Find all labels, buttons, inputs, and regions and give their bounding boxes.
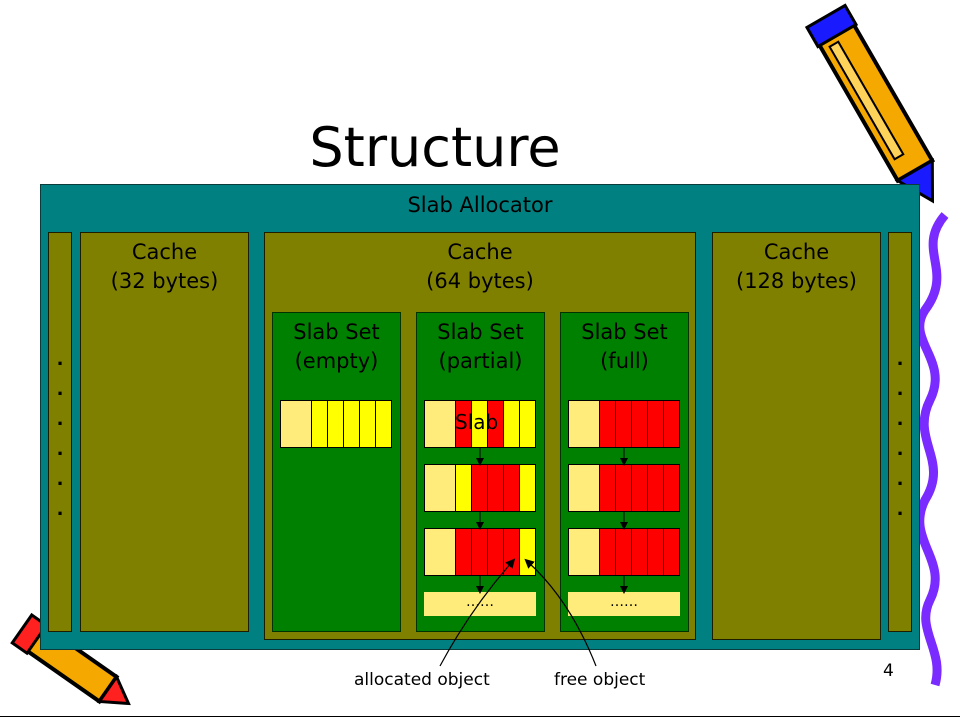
cache-128-box <box>712 232 881 640</box>
empty-slab <box>280 400 392 448</box>
slab-set-empty-box <box>272 312 401 632</box>
allocated-object <box>616 529 632 575</box>
allocated-object <box>456 529 472 575</box>
allocated-object <box>600 465 616 511</box>
free-object <box>360 401 376 447</box>
allocated-object <box>456 401 472 447</box>
allocated-object <box>504 465 520 511</box>
allocated-object <box>600 529 616 575</box>
free-object <box>456 465 472 511</box>
slab-set-partial-label: Slab Set (partial) <box>437 320 524 373</box>
allocated-object <box>664 529 679 575</box>
full-slab-3 <box>568 528 680 576</box>
free-object <box>472 401 488 447</box>
allocated-object <box>472 465 488 511</box>
allocated-object <box>632 401 648 447</box>
cache-32-label: Cache (32 bytes) <box>110 240 219 293</box>
slab-set-empty-label: Slab Set (empty) <box>293 320 380 373</box>
pencil-top-right-icon <box>804 3 936 204</box>
partial-slab-1 <box>424 400 536 448</box>
allocated-object <box>472 529 488 575</box>
free-object <box>520 401 535 447</box>
slab-allocator-label: Slab Allocator <box>407 193 553 217</box>
slab-header <box>425 401 456 447</box>
full-slab-2 <box>568 464 680 512</box>
cache-128-label: Cache (128 bytes) <box>736 240 857 293</box>
free-object <box>376 401 391 447</box>
full-more-slabs: …… <box>568 592 680 616</box>
allocated-object <box>632 465 648 511</box>
free-object-label: free object <box>554 670 646 690</box>
allocated-object <box>664 465 679 511</box>
allocated-object <box>664 401 679 447</box>
allocated-object <box>648 529 664 575</box>
slab-header <box>569 401 600 447</box>
right-side-cache-column <box>888 232 912 632</box>
slab-header <box>569 465 600 511</box>
cache-64-label: Cache (64 bytes) <box>426 240 534 293</box>
allocated-object <box>648 465 664 511</box>
footer-divider <box>0 716 960 717</box>
slab-header <box>425 465 456 511</box>
allocated-object <box>616 465 632 511</box>
left-side-cache-column <box>48 232 72 632</box>
slab-set-full-label: Slab Set (full) <box>581 320 668 373</box>
free-object <box>312 401 328 447</box>
allocated-object <box>488 401 504 447</box>
allocated-object <box>648 401 664 447</box>
partial-more-slabs: …… <box>424 592 536 616</box>
allocated-object <box>488 529 504 575</box>
purple-squiggle-icon <box>915 212 949 687</box>
free-object <box>520 465 535 511</box>
page-number: 4 <box>883 661 894 681</box>
free-object <box>504 401 520 447</box>
page-title: Structure <box>309 116 561 179</box>
free-object <box>344 401 360 447</box>
allocated-object <box>600 401 616 447</box>
slab-header <box>569 529 600 575</box>
slab-header <box>281 401 312 447</box>
partial-slab-3 <box>424 528 536 576</box>
free-object <box>328 401 344 447</box>
allocated-object <box>616 401 632 447</box>
allocated-object <box>632 529 648 575</box>
partial-slab-2 <box>424 464 536 512</box>
allocated-object-label: allocated object <box>354 670 490 690</box>
right-side-dots: . . . . . . <box>896 349 904 520</box>
slab-header <box>425 529 456 575</box>
allocated-object <box>488 465 504 511</box>
free-object <box>520 529 535 575</box>
full-slab-1 <box>568 400 680 448</box>
left-side-dots: . . . . . . <box>56 349 64 520</box>
cache-32-box <box>80 232 249 632</box>
allocated-object <box>504 529 520 575</box>
slab-label: Slab <box>455 410 499 434</box>
